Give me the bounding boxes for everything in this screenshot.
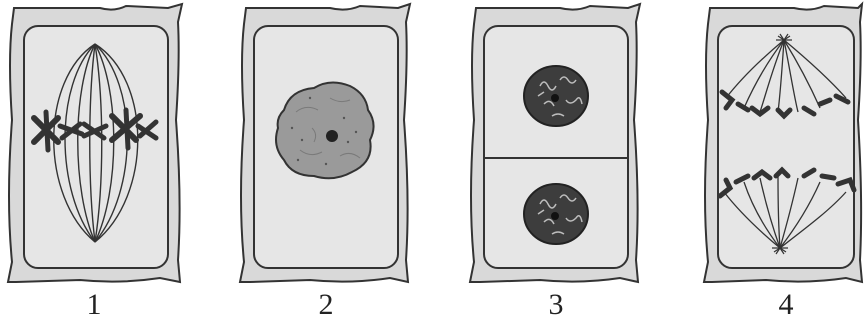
nucleolus [551, 94, 559, 102]
cell-2 [240, 4, 410, 282]
daughter-nucleus-bottom [524, 184, 588, 244]
nucleolus [326, 130, 338, 142]
cell-2-label: 2 [306, 290, 346, 320]
cytoplasm [718, 26, 854, 268]
cell-3-label: 3 [536, 290, 576, 320]
daughter-nucleus-top [524, 66, 588, 126]
cell-4 [704, 4, 862, 282]
nucleolus [551, 212, 559, 220]
cell-1-label: 1 [74, 290, 114, 320]
cell-1 [8, 4, 182, 282]
cell-4-label: 4 [766, 290, 806, 320]
cell-3 [470, 4, 640, 282]
nucleus [276, 82, 374, 178]
